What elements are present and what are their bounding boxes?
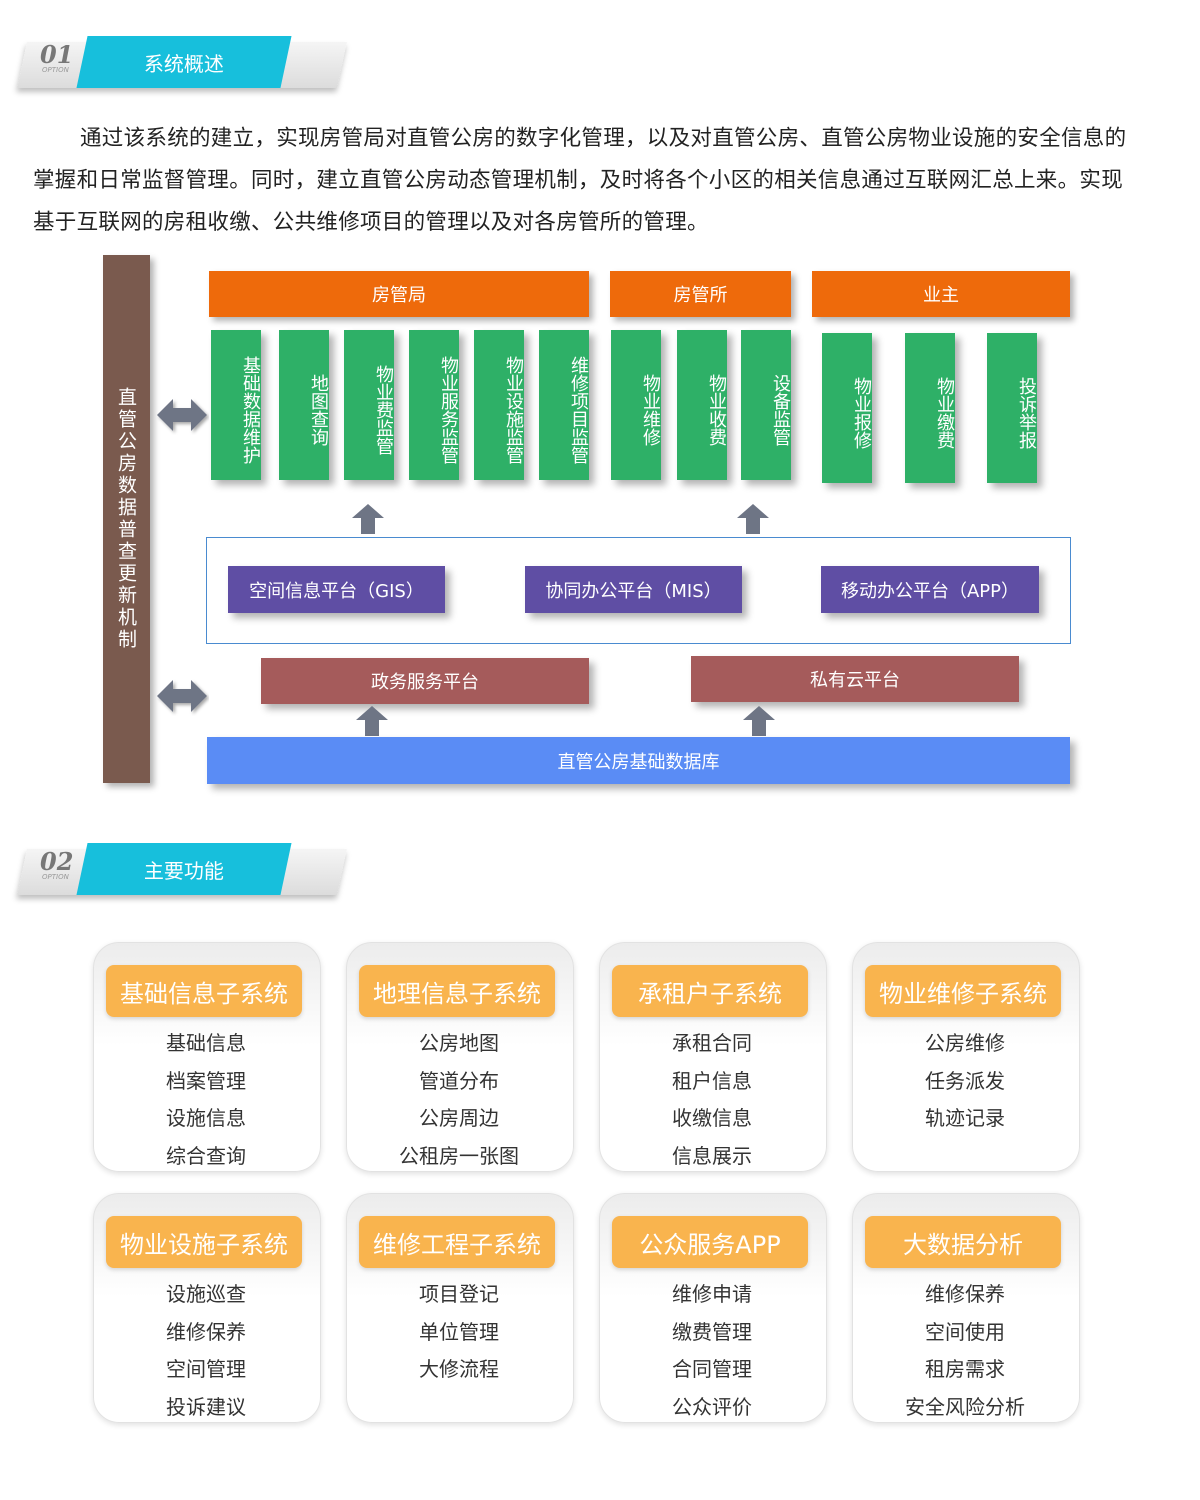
- section-option-label: OPTION: [42, 873, 69, 881]
- module-box: 物业报修: [822, 333, 872, 483]
- module-box: 物业服务监管: [409, 330, 459, 480]
- section-title: 系统概述: [143, 52, 224, 76]
- card-item: 维修保养: [166, 1319, 246, 1344]
- platform-box: 移动办公平台（APP）: [821, 566, 1039, 613]
- database-bar: 直管公房基础数据库: [207, 737, 1070, 784]
- card-title: 物业设施子系统: [106, 1216, 302, 1268]
- up-arrow-icon: [352, 504, 384, 534]
- intro-paragraph: 通过该系统的建立，实现房管局对直管公房的数字化管理，以及对直管公房、直管公房物业…: [33, 126, 1127, 235]
- card-item: 公房维修: [925, 1031, 1005, 1055]
- module-box: 基础数据维护: [211, 330, 261, 480]
- card-item: 轨迹记录: [925, 1106, 1005, 1130]
- card-item: 租户信息: [672, 1068, 752, 1093]
- card-item: 档案管理: [166, 1068, 246, 1093]
- card-item: 租房需求: [925, 1357, 1005, 1381]
- up-arrow-icon: [743, 706, 775, 736]
- card-item: 设施信息: [166, 1106, 246, 1130]
- card-title: 物业维修子系统: [865, 965, 1061, 1017]
- card-item: 公租房一张图: [399, 1143, 519, 1168]
- card-item: 维修申请: [672, 1282, 752, 1306]
- card-item: 大修流程: [419, 1357, 499, 1381]
- group-header-1: 房管所: [610, 271, 791, 317]
- service-platform-box: 私有云平台: [691, 656, 1019, 702]
- card-title: 大数据分析: [865, 1216, 1061, 1268]
- card-item: 缴费管理: [672, 1319, 752, 1344]
- module-box: 维修项目监管: [539, 330, 589, 480]
- card-title: 公众服务APP: [612, 1216, 808, 1268]
- function-card: 基础信息子系统基础信息档案管理设施信息综合查询: [93, 942, 321, 1172]
- function-card: 公众服务APP 维修申请缴费管理合同管理公众评价: [599, 1193, 827, 1423]
- card-item: 基础信息: [166, 1031, 246, 1055]
- section-title: 主要功能: [143, 859, 224, 883]
- section-header-1: 01 OPTION 系统概述: [17, 36, 362, 94]
- card-item: 项目登记: [419, 1282, 499, 1306]
- module-box: 地图查询: [279, 330, 329, 480]
- module-box: 物业收费: [677, 330, 727, 480]
- card-item: 空间管理: [166, 1357, 246, 1381]
- up-arrow-icon: [737, 504, 769, 534]
- card-item: 公众评价: [672, 1394, 752, 1419]
- card-item: 投诉建议: [166, 1394, 246, 1419]
- module-box: 投诉举报: [987, 333, 1037, 483]
- card-item: 收缴信息: [672, 1106, 752, 1130]
- double-arrow-icon: [157, 676, 209, 716]
- function-card: 承租户子系统承租合同租户信息收缴信息信息展示: [599, 942, 827, 1172]
- group-header-0: 房管局: [209, 271, 589, 317]
- card-item: 合同管理: [672, 1357, 752, 1381]
- platform-box: 协同办公平台（MIS）: [525, 566, 742, 613]
- function-card: 维修工程子系统项目登记单位管理大修流程: [346, 1193, 574, 1423]
- section-number: 02: [40, 847, 74, 876]
- card-item: 安全风险分析: [905, 1394, 1025, 1419]
- section-number: 01: [40, 40, 74, 69]
- group-header-2: 业主: [812, 271, 1070, 317]
- up-arrow-icon: [356, 706, 388, 736]
- side-mechanism-bar: 直管公房数据普查更新机制: [103, 255, 150, 783]
- card-item: 信息展示: [672, 1143, 752, 1168]
- service-platform-box: 政务服务平台: [261, 658, 589, 704]
- card-item: 综合查询: [166, 1143, 246, 1168]
- card-item: 单位管理: [419, 1319, 499, 1344]
- module-box: 物业费监管: [344, 330, 394, 480]
- double-arrow-icon: [157, 395, 209, 435]
- function-card: 大数据分析维修保养空间使用租房需求安全风险分析: [852, 1193, 1080, 1423]
- section-title-ribbon: 系统概述: [76, 36, 292, 88]
- function-card: 地理信息子系统公房地图管道分布公房周边公租房一张图: [346, 942, 574, 1172]
- card-item: 公房周边: [419, 1106, 499, 1130]
- function-card: 物业维修子系统公房维修任务派发轨迹记录: [852, 942, 1080, 1172]
- card-item: 空间使用: [925, 1319, 1005, 1344]
- card-item: 公房地图: [419, 1031, 499, 1055]
- card-item: 设施巡查: [166, 1282, 246, 1306]
- card-title: 基础信息子系统: [106, 965, 302, 1017]
- card-title: 地理信息子系统: [359, 965, 555, 1017]
- card-item: 管道分布: [419, 1068, 499, 1093]
- module-box: 物业维修: [611, 330, 661, 480]
- card-item: 承租合同: [672, 1031, 752, 1055]
- section-option-label: OPTION: [42, 66, 69, 74]
- function-card: 物业设施子系统设施巡查维修保养空间管理投诉建议: [93, 1193, 321, 1423]
- section-header-2: 02 OPTION 主要功能: [17, 843, 362, 901]
- card-item: 任务派发: [925, 1068, 1005, 1093]
- module-box: 设备监管: [741, 330, 791, 480]
- platform-box: 空间信息平台（GIS）: [228, 566, 445, 613]
- section-title-ribbon: 主要功能: [76, 843, 292, 895]
- module-box: 物业设施监管: [474, 330, 524, 480]
- card-title: 承租户子系统: [612, 965, 808, 1017]
- module-box: 物业缴费: [905, 333, 955, 483]
- card-title: 维修工程子系统: [359, 1216, 555, 1268]
- card-item: 维修保养: [925, 1282, 1005, 1306]
